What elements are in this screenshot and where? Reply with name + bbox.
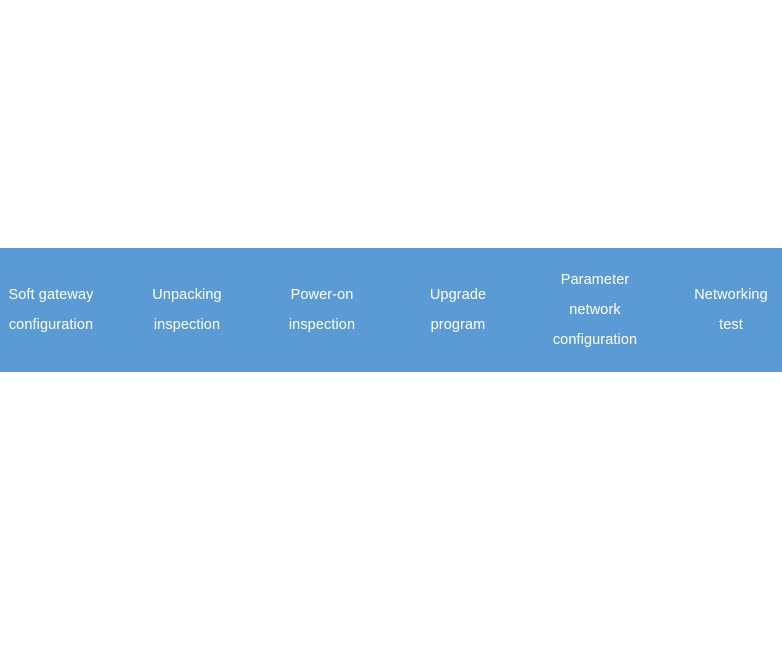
process-stage-soft-gateway-configuration[interactable]: Soft gateway configuration — [0, 248, 102, 372]
process-stage-label-line: inspection — [288, 317, 356, 333]
process-stage-label-line: configuration — [552, 332, 638, 348]
process-stage-label-line: Power-on — [290, 287, 354, 303]
process-stage-label-line: Parameter — [560, 272, 630, 288]
process-stage-upgrade-program[interactable]: Upgrade program — [408, 248, 508, 372]
process-stage-label-line: test — [719, 317, 743, 333]
process-stage-label-line: network — [569, 302, 621, 318]
process-stage-label-line: inspection — [153, 317, 221, 333]
process-flow-band: Soft gateway configuration Unpacking ins… — [0, 248, 782, 372]
process-stage-label-line: configuration — [8, 317, 94, 333]
process-stage-power-on-inspection[interactable]: Power-on inspection — [264, 248, 380, 372]
process-stage-label-line: Soft gateway — [8, 287, 94, 303]
process-stage-label-line: Unpacking — [152, 287, 222, 303]
process-stage-networking-test[interactable]: Networking test — [680, 248, 782, 372]
process-stage-label-line: Networking — [694, 287, 768, 303]
process-stage-label-line: Upgrade — [429, 287, 487, 303]
process-stage-label-line: program — [430, 317, 486, 333]
process-stage-parameter-network-configuration[interactable]: Parameter network configuration — [528, 248, 662, 372]
process-stage-unpacking-inspection[interactable]: Unpacking inspection — [128, 248, 246, 372]
